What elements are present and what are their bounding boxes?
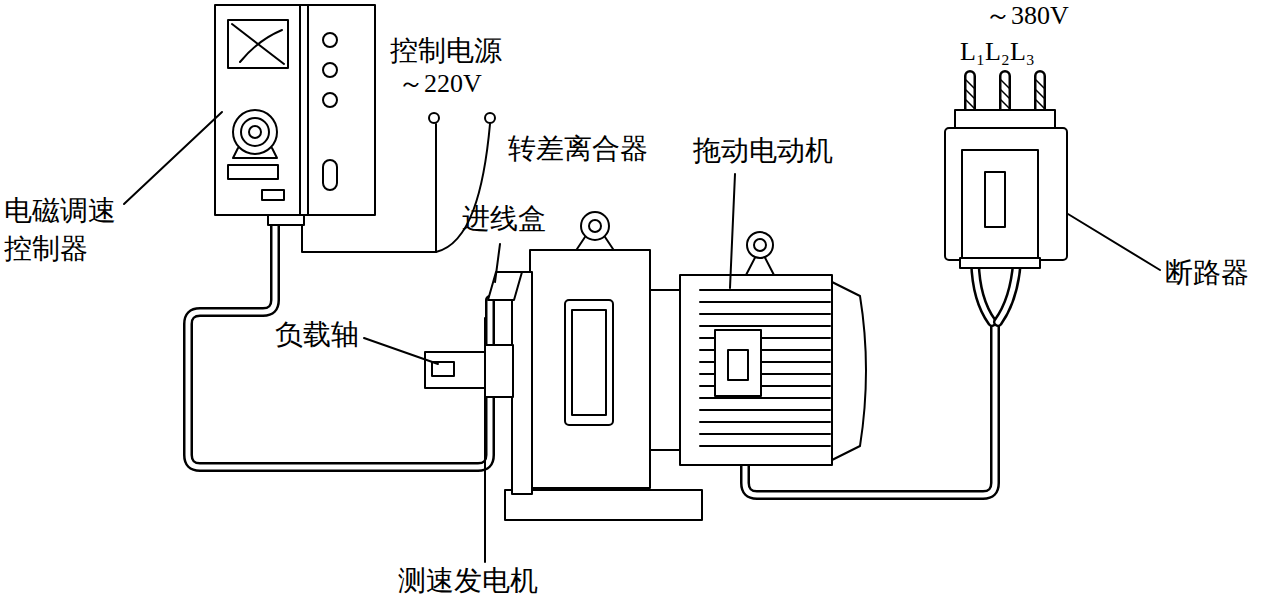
slip-clutch bbox=[425, 212, 702, 520]
part-label: 电磁调速控制器 bbox=[4, 192, 122, 268]
part-label: 断路器 bbox=[1165, 256, 1249, 290]
drive-motor bbox=[650, 232, 866, 465]
phase-label: L₁L₂L₃ bbox=[960, 36, 1035, 67]
part-label: 测速发电机 bbox=[398, 564, 538, 598]
voltage-label: ～220V bbox=[398, 68, 482, 99]
part-label: 负载轴 bbox=[275, 318, 359, 352]
voltage-label: ～380V bbox=[985, 0, 1069, 31]
leader-line bbox=[124, 112, 1160, 562]
part-label: 拖动电动机 bbox=[693, 134, 833, 168]
part-label: 控制电源 bbox=[390, 34, 502, 68]
part-label: 转差离合器 bbox=[508, 132, 648, 166]
controller-box bbox=[215, 5, 375, 225]
circuit-breaker bbox=[945, 110, 1067, 268]
part-label: 进线盒 bbox=[462, 202, 546, 236]
